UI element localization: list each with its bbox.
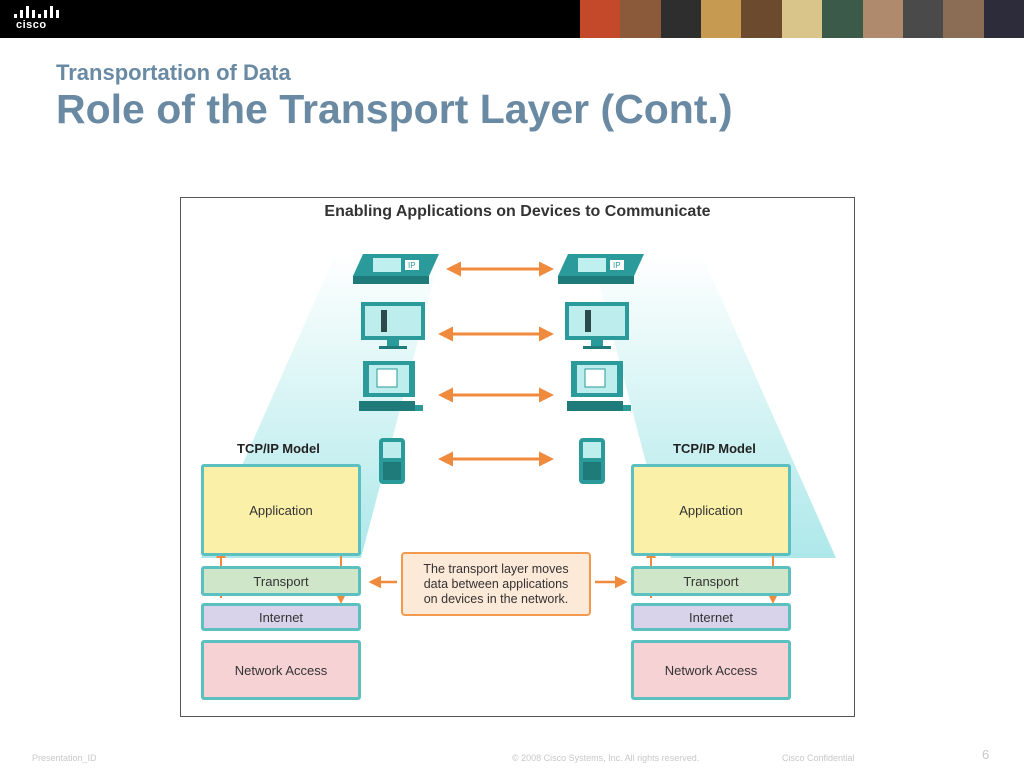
right-desktop-computer-icon xyxy=(567,361,631,411)
right-video-monitor-icon xyxy=(565,302,629,349)
footer-confidential: Cisco Confidential xyxy=(782,753,855,763)
diagram-title: Enabling Applications on Devices to Comm… xyxy=(324,203,711,220)
left-layer-internet: Internet xyxy=(201,603,361,631)
header-bar: cisco xyxy=(0,0,1024,38)
right-layer-transport: Transport xyxy=(631,566,791,596)
right-layer-network-access: Network Access xyxy=(631,640,791,700)
cisco-bars-icon xyxy=(14,6,60,18)
right-model-label: TCP/IP Model xyxy=(673,441,756,456)
left-ip-phone-icon: IP xyxy=(353,254,439,284)
callout-line-3: on devices in the network. xyxy=(423,592,569,606)
left-video-monitor-icon xyxy=(361,302,425,349)
svg-text:IP: IP xyxy=(408,261,416,270)
left-layer-application: Application xyxy=(201,464,361,556)
callout-line-2: data between applications xyxy=(423,577,569,591)
diagram-graphics: IP IP xyxy=(201,253,836,604)
right-layer-internet: Internet xyxy=(631,603,791,631)
footer-copyright: © 2008 Cisco Systems, Inc. All rights re… xyxy=(512,753,700,763)
header-photo-strip xyxy=(580,0,1024,38)
right-mobile-phone-icon xyxy=(579,438,605,484)
logo-text: cisco xyxy=(16,19,47,31)
page-number: 6 xyxy=(982,747,990,762)
callout-line-1: The transport layer moves xyxy=(423,562,569,576)
slide-subtitle: Transportation of Data xyxy=(56,60,291,85)
transport-callout: The transport layer moves data between a… xyxy=(401,552,591,616)
right-ip-phone-icon: IP xyxy=(558,254,644,284)
slide-title: Role of the Transport Layer (Cont.) xyxy=(56,86,733,132)
right-layer-application: Application xyxy=(631,464,791,556)
left-layer-transport: Transport xyxy=(201,566,361,596)
left-model-label: TCP/IP Model xyxy=(237,441,320,456)
cisco-logo: cisco xyxy=(14,6,60,34)
left-layer-network-access: Network Access xyxy=(201,640,361,700)
svg-text:IP: IP xyxy=(613,261,621,270)
left-mobile-phone-icon xyxy=(379,438,405,484)
left-desktop-computer-icon xyxy=(359,361,423,411)
diagram-frame: IP IP xyxy=(180,197,855,717)
footer-presentation-id: Presentation_ID xyxy=(32,753,97,763)
